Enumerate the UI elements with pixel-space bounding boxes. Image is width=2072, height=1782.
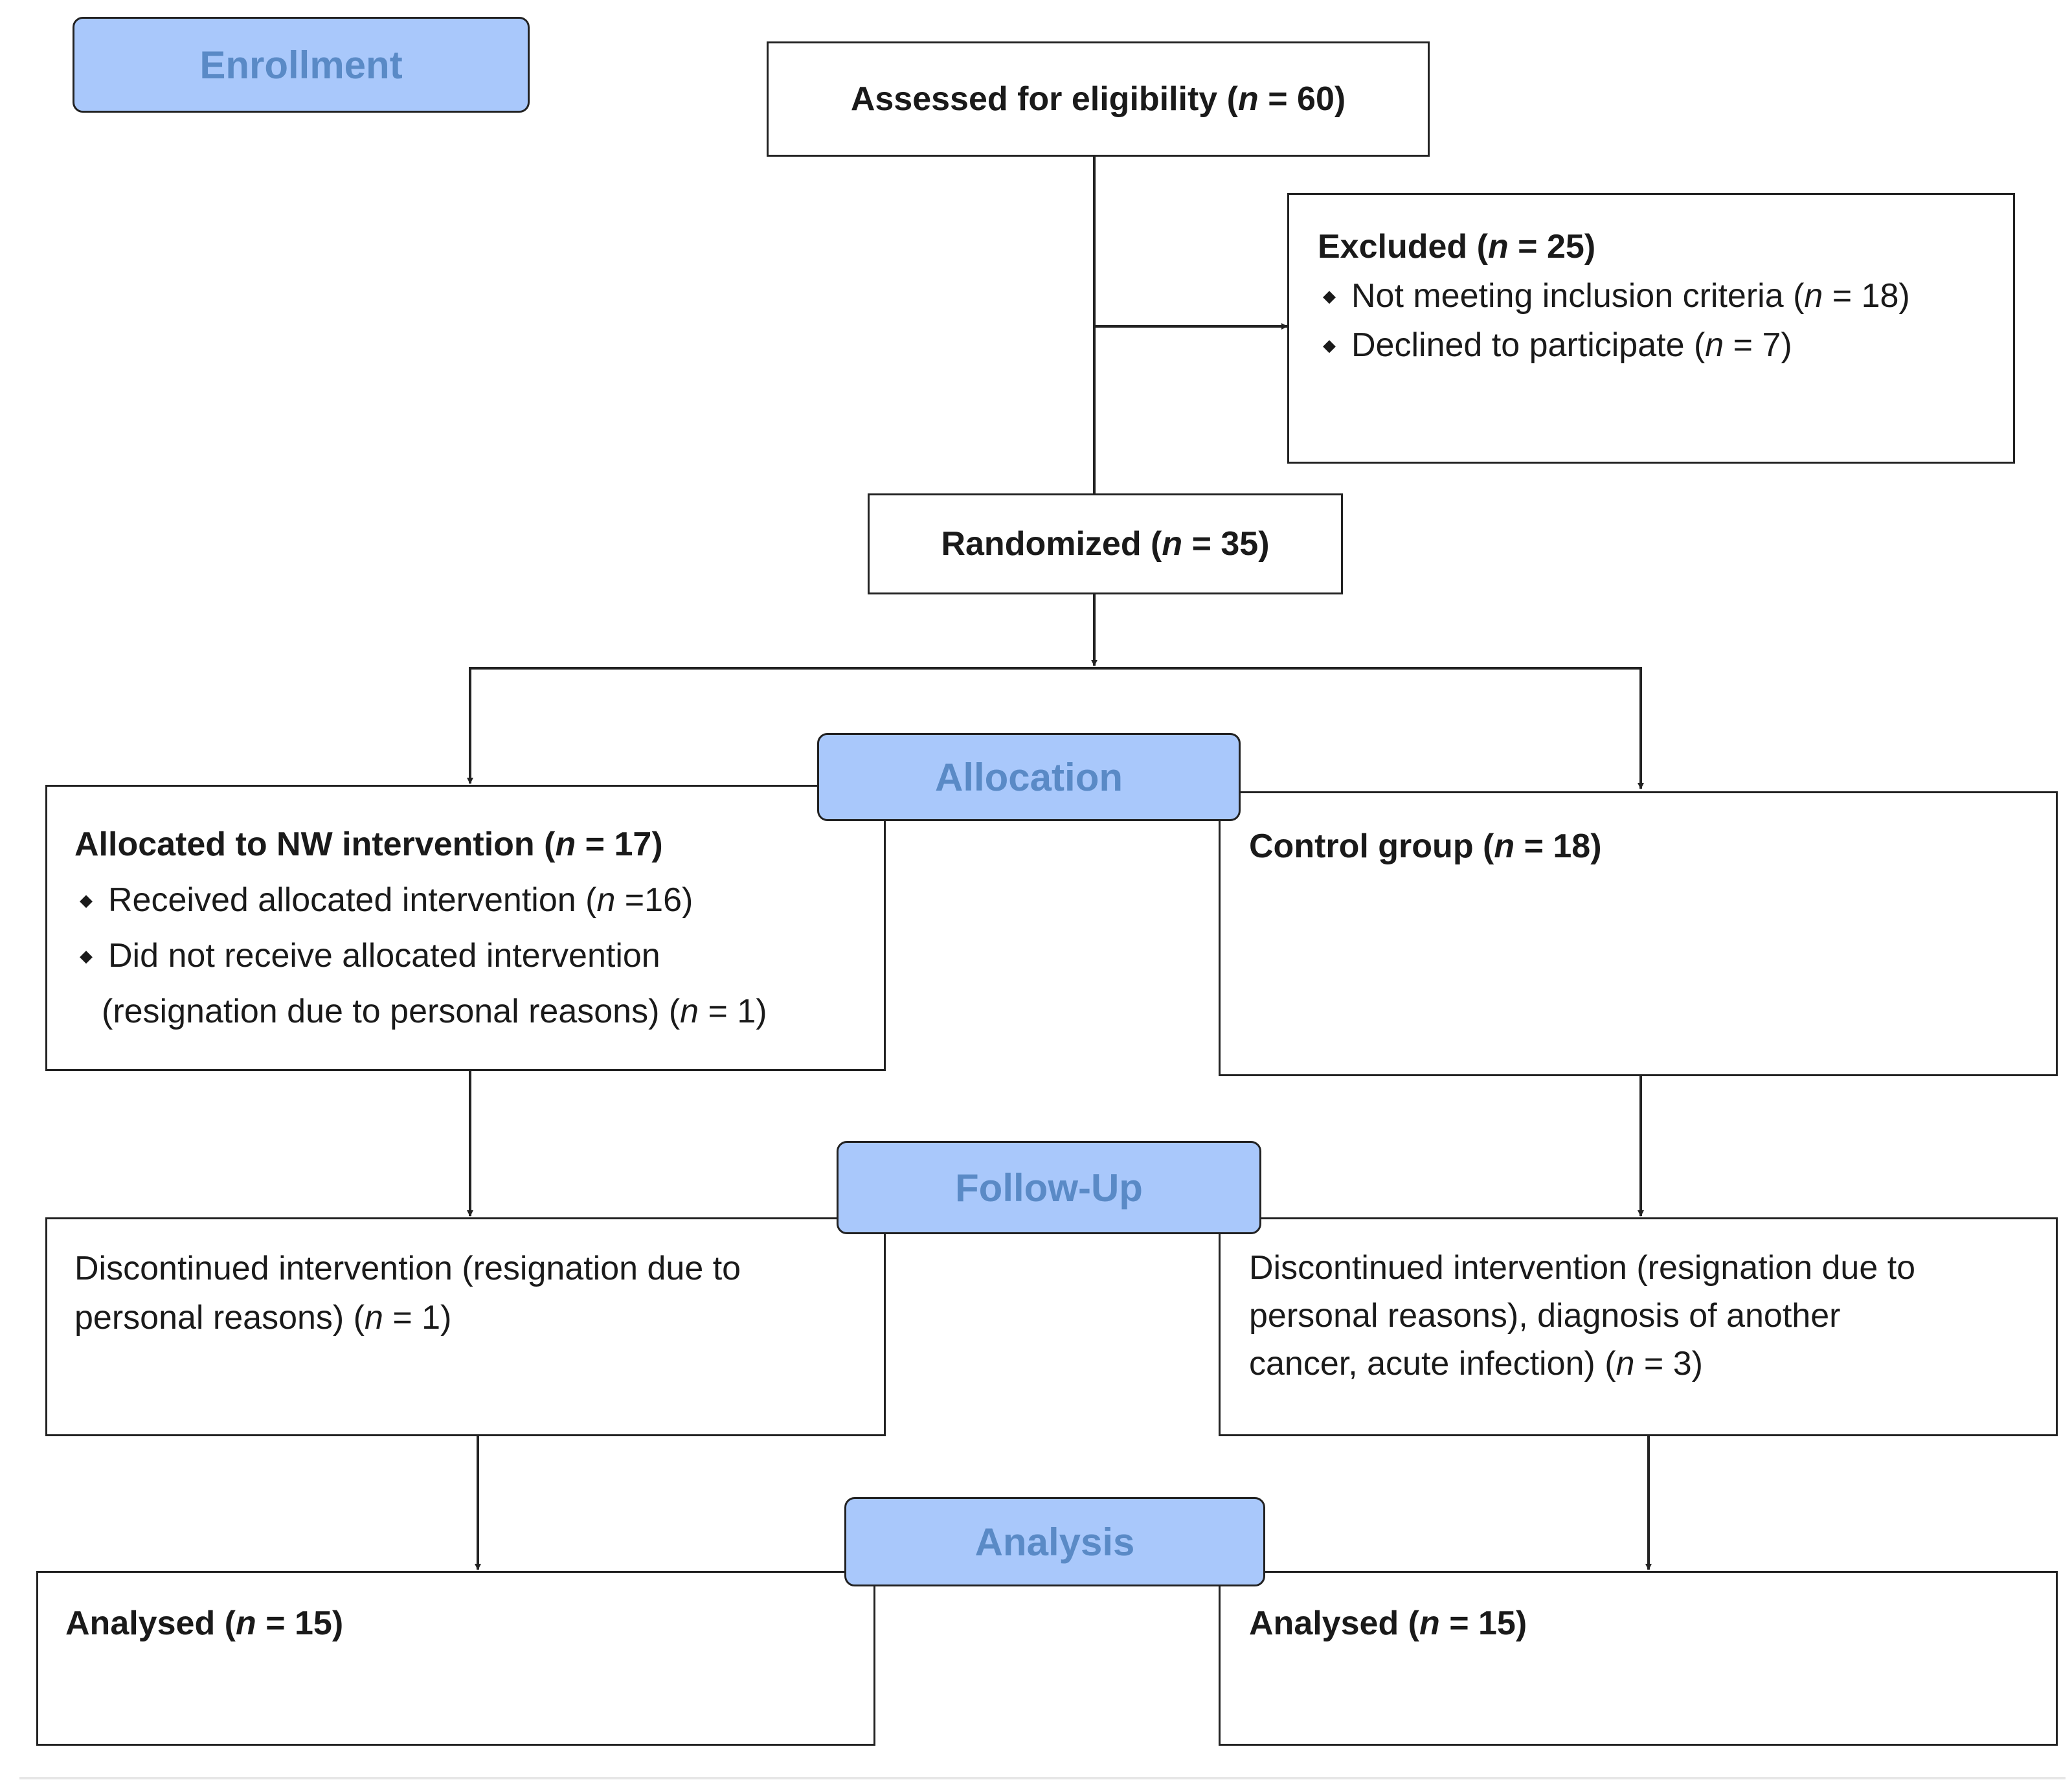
allocated-nw-title: Allocated to NW intervention (n = 17) (74, 826, 663, 863)
analysed-right-box: Analysed (n = 15) (1219, 1571, 2058, 1746)
randomized-box: Randomized (n = 35) (868, 493, 1343, 594)
stage-label: Enrollment (199, 43, 403, 87)
stage-label: Allocation (934, 755, 1123, 799)
randomized-text: Randomized (n = 35) (941, 525, 1270, 563)
stage-follow-up: Follow-Up (837, 1141, 1261, 1234)
stage-label: Follow-Up (955, 1166, 1143, 1210)
assessed-box: Assessed for eligibility (n = 60) (767, 41, 1430, 157)
allocated-nw-item: Did not receive allocated intervention (74, 928, 884, 984)
stage-analysis: Analysis (844, 1497, 1265, 1586)
bottom-divider (19, 1777, 2066, 1779)
excluded-box: Excluded (n = 25) Not meeting inclusion … (1287, 193, 2015, 464)
followup-right-line: cancer, acute infection) (n = 3) (1249, 1345, 1703, 1382)
allocated-nw-box: Allocated to NW intervention (n = 17) Re… (45, 785, 886, 1071)
excluded-item: Declined to participate (n = 7) (1318, 321, 2013, 370)
stage-enrollment: Enrollment (73, 17, 530, 113)
analysed-right-text: Analysed (n = 15) (1249, 1605, 1527, 1642)
split-connector (469, 667, 1642, 784)
followup-left-line: personal reasons) (n = 1) (74, 1299, 452, 1336)
allocated-nw-item-continued: (resignation due to personal reasons) (n… (102, 993, 767, 1030)
followup-left-line: Discontinued intervention (resignation d… (74, 1250, 741, 1287)
followup-right-line: Discontinued intervention (resignation d… (1249, 1249, 1916, 1287)
control-title: Control group (n = 18) (1249, 828, 1602, 865)
control-box: Control group (n = 18) (1219, 791, 2058, 1076)
analysed-left-text: Analysed (n = 15) (65, 1605, 344, 1642)
excluded-title: Excluded (n = 25) (1318, 228, 1596, 265)
assessed-text: Assessed for eligibility (n = 60) (850, 80, 1346, 118)
analysed-left-box: Analysed (n = 15) (36, 1571, 875, 1746)
stage-label: Analysis (974, 1520, 1135, 1564)
followup-left-box: Discontinued intervention (resignation d… (45, 1217, 886, 1436)
followup-right-line: personal reasons), diagnosis of another (1249, 1297, 1841, 1335)
stage-allocation: Allocation (817, 733, 1241, 821)
followup-right-box: Discontinued intervention (resignation d… (1219, 1217, 2058, 1436)
excluded-item: Not meeting inclusion criteria (n = 18) (1318, 271, 2013, 321)
allocated-nw-item: Received allocated intervention (n =16) (74, 872, 884, 928)
